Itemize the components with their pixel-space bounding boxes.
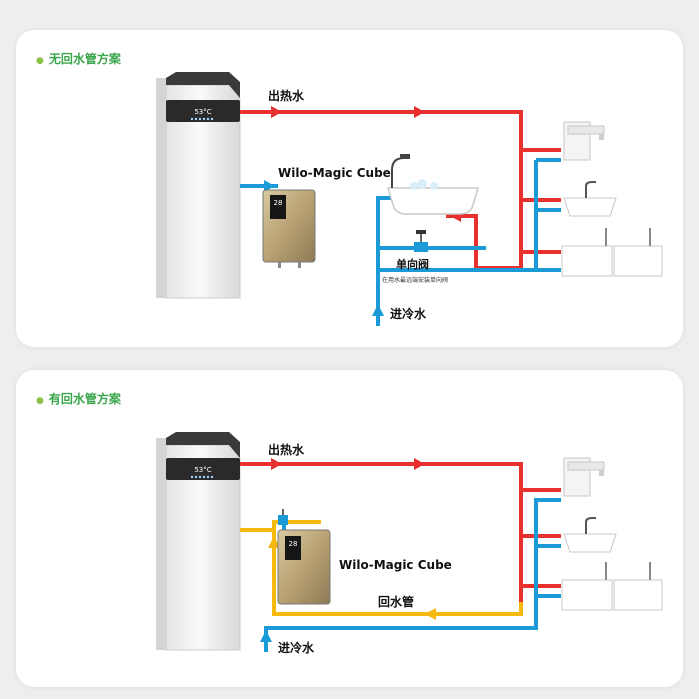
- cold-water-pipe: [240, 158, 561, 326]
- hot-water-pipe: [240, 462, 561, 602]
- wilo-magic-cube-device: [262, 189, 316, 268]
- wilo-magic-cube-device: [277, 529, 331, 605]
- scheme-diagram: 53°C 出热水 进冷: [156, 72, 663, 326]
- panel-title: ● 无回水管方案: [36, 50, 121, 67]
- check-valve-label: 单向阀: [396, 257, 429, 271]
- washbasin-icon: [563, 517, 617, 553]
- heat-pump-water-heater: [156, 72, 241, 299]
- heater-indicator-dots: [190, 475, 214, 479]
- panel-with-return-pipe: ● 有回水管方案 53°C 出热水: [16, 370, 683, 687]
- bullet-icon: ●: [36, 396, 44, 406]
- faucet-icon: [563, 121, 605, 161]
- device-label: Wilo-Magic Cube: [278, 166, 391, 180]
- heat-pump-water-heater: [156, 432, 241, 651]
- cold-water-flow-arrows: [260, 630, 272, 642]
- washbasin-icon: [563, 181, 617, 217]
- heater-temperature-display: 53°C: [194, 466, 211, 474]
- panel-title-text: 无回水管方案: [48, 52, 121, 66]
- faucet-icon: [563, 457, 605, 497]
- double-sink-icon: [561, 562, 663, 611]
- valve-icon: [278, 509, 288, 525]
- return-water-label: 回水管: [378, 594, 414, 609]
- check-valve-icon: [414, 230, 428, 252]
- device-display: 28: [289, 540, 298, 548]
- hot-water-label: 出热水: [268, 442, 305, 457]
- return-water-pipe: [240, 520, 523, 616]
- cold-water-flow-arrows: [264, 180, 384, 316]
- bullet-icon: ●: [36, 56, 44, 66]
- panel-title: ● 有回水管方案: [36, 390, 121, 407]
- bathtub-icon: [386, 154, 480, 215]
- panel-title-text: 有回水管方案: [48, 392, 121, 406]
- device-display: 28: [274, 199, 283, 207]
- hot-water-label: 出热水: [268, 88, 305, 103]
- panel-no-return-pipe: ● 无回水管方案 53°C: [16, 30, 683, 347]
- device-label: Wilo-Magic Cube: [339, 558, 452, 572]
- hot-water-flow-arrows: [271, 458, 425, 470]
- heater-temperature-display: 53°C: [194, 108, 211, 116]
- heater-indicator-dots: [190, 117, 214, 121]
- cold-water-label: 进冷水: [390, 306, 427, 321]
- return-water-flow-arrows: [268, 536, 436, 620]
- cold-water-label: 进冷水: [278, 640, 315, 655]
- double-sink-icon: [561, 228, 663, 277]
- check-valve-note: 在用水最远端安装单向阀: [382, 276, 448, 284]
- scheme-diagram: 53°C 出热水 回水管: [156, 432, 663, 655]
